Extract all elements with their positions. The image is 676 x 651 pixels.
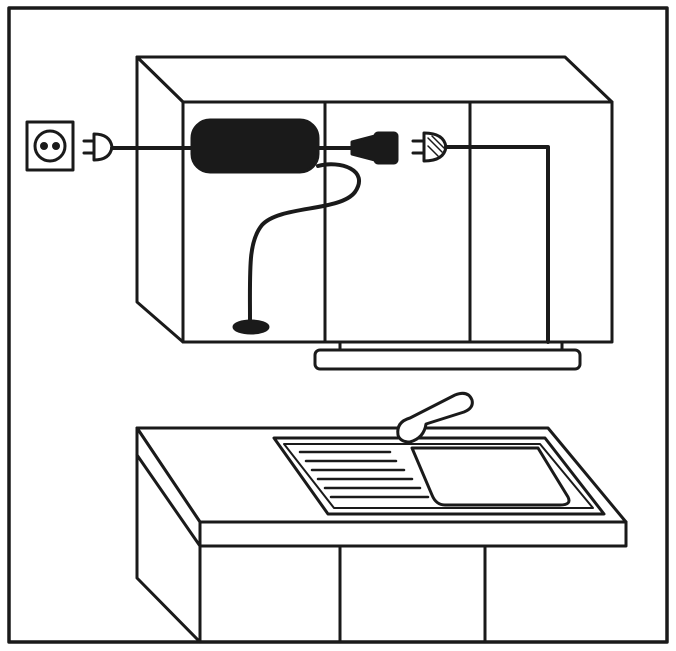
light-cord [444,145,550,344]
socket-icon [25,120,75,172]
under-cabinet-light [313,348,582,371]
wall-cabinet [135,55,614,344]
outer-frame [7,6,669,644]
connector-icon [350,131,399,165]
plug-icon [82,132,114,162]
low-voltage-cord [247,162,362,324]
cord-end [232,319,270,335]
sink [272,436,606,516]
faucet-icon [396,391,474,444]
drainboard-grooves [298,450,430,499]
transformer-icon [190,118,320,174]
